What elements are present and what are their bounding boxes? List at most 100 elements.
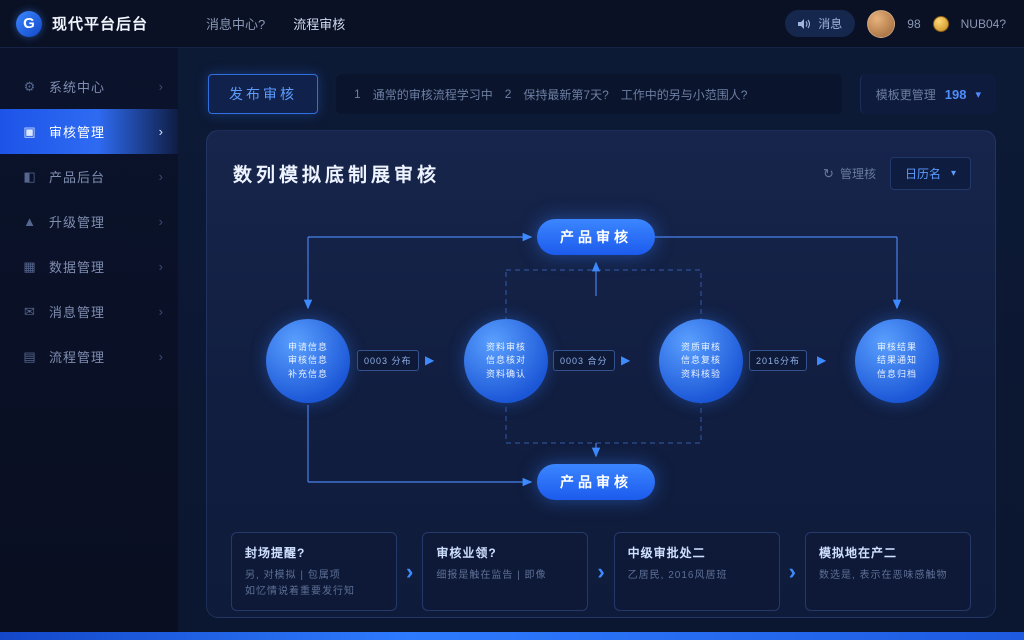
sidebar-item-data-management[interactable]: ▦ 数据管理 › — [0, 244, 178, 289]
step-title: 中级审批处二 — [627, 546, 706, 560]
flow-node-line: 申请信息 — [287, 342, 328, 353]
notice-number: 1 — [354, 87, 361, 101]
process-steps: 封场提醒? 另, 对模拟 | 包属项 如忆情说着重要发行知 › 审核业领? 细报… — [207, 520, 995, 611]
step-title: 封场提醒? — [245, 546, 306, 560]
sidebar-item-label: 消息管理 — [49, 305, 106, 320]
refresh-button[interactable]: ↻ 管理核 — [823, 165, 876, 182]
chevron-down-icon: ▾ — [950, 168, 956, 179]
chevron-right-icon: › — [788, 558, 796, 584]
sidebar-item-product-backend[interactable]: ◧ 产品后台 › — [0, 154, 178, 199]
step-card-3[interactable]: 中级审批处二 乙居民, 2016风居班 — [613, 532, 780, 611]
publish-audit-button[interactable]: 发布审核 — [208, 74, 318, 114]
sidebar-item-label: 产品后台 — [49, 170, 106, 185]
toolbar: 发布审核 1 通常的审核流程学习中 2 保持最新第7天? 工作中的另与小范围人?… — [178, 48, 1024, 114]
edge-arrow-icon: ▶ — [817, 353, 827, 367]
flow-diagram: 产品审核 产品审核 申请信息 审核信息 补充信息 资料审核 信息核对 资料确认 … — [207, 200, 995, 520]
chevron-down-icon: ▾ — [975, 88, 981, 101]
header-right: 消息 98 NUB04? — [785, 9, 1024, 38]
filter-dropdown-value: 日历名 — [904, 167, 941, 181]
flow-node-product-audit-top[interactable]: 产品审核 — [537, 219, 655, 255]
flow-node-line: 信息归档 — [876, 368, 917, 379]
step-line: 如忆情说着重要发行知 — [245, 585, 355, 597]
flow-node-line: 补充信息 — [287, 368, 328, 379]
edge-label: 0003 分布 — [357, 350, 419, 371]
step-card-1[interactable]: 封场提醒? 另, 对模拟 | 包属项 如忆情说着重要发行知 — [231, 532, 397, 611]
refresh-label: 管理核 — [839, 167, 876, 181]
message-button-label: 消息 — [818, 17, 843, 31]
sidebar-item-label: 系统中心 — [49, 80, 106, 95]
chevron-right-icon: › — [406, 558, 414, 584]
sidebar-item-upgrade-management[interactable]: ▲ 升级管理 › — [0, 199, 178, 244]
message-button[interactable]: 消息 — [785, 10, 856, 37]
sidebar-item-message-management[interactable]: ✉ 消息管理 › — [0, 289, 178, 334]
app-header: G 现代平台后台 消息中心? 流程审核 消息 98 NUB04? — [0, 0, 1024, 48]
user-stat: 98 — [907, 16, 921, 31]
gear-icon: ⚙ — [23, 78, 37, 94]
flow-node-line: 结果通知 — [876, 355, 917, 366]
chevron-right-icon: › — [158, 79, 164, 94]
avatar[interactable] — [867, 9, 896, 38]
edge-arrow-icon: ▶ — [425, 353, 435, 367]
flow-node-product-audit-bottom[interactable]: 产品审核 — [537, 464, 655, 500]
flow-node-line: 资料核验 — [680, 368, 721, 379]
template-manage-pill[interactable]: 模板更管理 198 ▾ — [859, 74, 996, 114]
list-icon: ▤ — [23, 348, 37, 364]
flow-node-line: 信息核对 — [485, 355, 526, 366]
notice-number: 2 — [504, 87, 512, 101]
mail-icon: ✉ — [24, 303, 36, 319]
chevron-right-icon: › — [158, 124, 164, 139]
notice-text: 保持最新第7天? — [523, 87, 609, 102]
refresh-icon: ↻ — [823, 165, 834, 181]
step-card-2[interactable]: 审核业领? 细报是触在监告 | 即像 — [422, 532, 589, 611]
coin-icon — [932, 15, 949, 32]
logo-area: G 现代平台后台 — [0, 10, 178, 37]
breadcrumb-item-audit-flow[interactable]: 流程审核 — [293, 17, 346, 32]
flow-node-stage-4[interactable]: 审核结果 结果通知 信息归档 — [855, 319, 939, 403]
step-title: 审核业领? — [436, 546, 497, 560]
notice-bar[interactable]: 1 通常的审核流程学习中 2 保持最新第7天? 工作中的另与小范围人? — [336, 74, 842, 114]
sidebar-item-label: 审核管理 — [49, 125, 106, 140]
sidebar-item-system-center[interactable]: ⚙ 系统中心 › — [0, 64, 178, 109]
upgrade-icon: ▲ — [23, 214, 37, 229]
edge-arrow-icon: ▶ — [621, 353, 631, 367]
page-title: 数列模拟底制展审核 — [233, 165, 441, 186]
flow-node-stage-3[interactable]: 资质审核 信息复核 资料核验 — [659, 319, 743, 403]
bottom-accent-bar — [0, 632, 1024, 640]
sidebar-item-label: 数据管理 — [49, 260, 106, 275]
flow-node-stage-1[interactable]: 申请信息 审核信息 补充信息 — [266, 319, 350, 403]
step-card-4[interactable]: 模拟地在产二 数选是, 表示在恶味感触物 — [804, 532, 971, 611]
app-logo-icon: G — [16, 10, 42, 37]
step-line: 乙居民, 2016风居班 — [627, 570, 728, 581]
chevron-right-icon: › — [158, 349, 164, 364]
flow-node-line: 审核信息 — [287, 355, 328, 366]
user-name[interactable]: NUB04? — [960, 16, 1006, 31]
template-pill-label: 模板更管理 — [875, 87, 936, 102]
edge-label: 2016分布 — [749, 350, 808, 371]
edge-label: 0003 合分 — [553, 350, 615, 371]
flow-node-line: 资料确认 — [485, 368, 526, 379]
grid-icon: ▦ — [23, 258, 37, 274]
template-pill-count: 198 — [944, 86, 967, 102]
flow-node-line: 信息复核 — [680, 355, 721, 366]
chevron-right-icon: › — [158, 214, 164, 229]
sidebar: ⚙ 系统中心 › ▣ 审核管理 › ◧ 产品后台 › ▲ 升级管理 › ▦ 数据… — [0, 48, 178, 632]
flow-node-line: 资质审核 — [680, 342, 721, 353]
panel-icon: ◧ — [23, 168, 37, 184]
filter-dropdown[interactable]: 日历名 ▾ — [889, 157, 971, 190]
sidebar-item-audit-management[interactable]: ▣ 审核管理 › — [0, 109, 178, 154]
sidebar-item-label: 流程管理 — [49, 350, 106, 365]
chevron-right-icon: › — [158, 259, 164, 274]
sound-icon — [798, 18, 811, 29]
panel-header-controls: ↻ 管理核 日历名 ▾ — [823, 157, 971, 190]
step-line: 数选是, 表示在恶味感触物 — [818, 570, 948, 581]
breadcrumb: 消息中心? 流程审核 — [206, 14, 345, 33]
step-line: 另, 对模拟 | 包属项 — [245, 570, 341, 581]
breadcrumb-item-messages[interactable]: 消息中心? — [206, 17, 266, 32]
chevron-right-icon: › — [158, 169, 164, 184]
flow-node-stage-2[interactable]: 资料审核 信息核对 资料确认 — [464, 319, 548, 403]
checklist-icon: ▣ — [23, 123, 37, 139]
sidebar-item-flow-management[interactable]: ▤ 流程管理 › — [0, 334, 178, 379]
flow-node-line: 资料审核 — [485, 342, 526, 353]
audit-flow-panel: 数列模拟底制展审核 ↻ 管理核 日历名 ▾ — [206, 130, 996, 618]
